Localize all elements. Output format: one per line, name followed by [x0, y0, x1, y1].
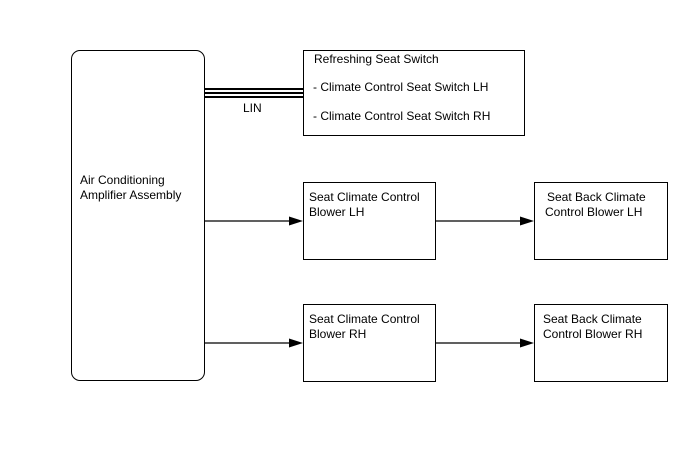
- lin-bus-line: [204, 88, 303, 98]
- seat-back-climate-control-blower-rh-box: [534, 304, 668, 382]
- arrow-amplifier-to-blower-lh: [204, 216, 303, 226]
- back-blower-rh-label-line2: Control Blower RH: [543, 327, 643, 341]
- arrow-blower-lh-to-back-blower-lh: [435, 216, 534, 226]
- blower-lh-label-line1: Seat Climate Control: [309, 190, 420, 204]
- switch-item-rh: - Climate Control Seat Switch RH: [313, 109, 491, 123]
- seat-climate-control-blower-lh-box: [303, 182, 436, 260]
- seat-back-climate-control-blower-lh-box: [534, 182, 668, 260]
- back-blower-lh-label-line2: Control Blower LH: [545, 205, 643, 219]
- refreshing-seat-switch-box: [303, 50, 525, 136]
- arrow-blower-rh-to-back-blower-rh: [435, 338, 534, 348]
- seat-climate-control-blower-rh-box: [303, 304, 436, 382]
- arrow-amplifier-to-blower-rh: [204, 338, 303, 348]
- blower-rh-label-line2: Blower RH: [309, 327, 367, 341]
- back-blower-lh-label-line1: Seat Back Climate: [547, 190, 646, 204]
- lin-label: LIN: [243, 101, 262, 115]
- blower-rh-label-line1: Seat Climate Control: [309, 312, 420, 326]
- blower-lh-label-line2: Blower LH: [309, 205, 365, 219]
- switch-item-lh: - Climate Control Seat Switch LH: [313, 80, 489, 94]
- switch-box-title: Refreshing Seat Switch: [314, 52, 439, 66]
- air-conditioning-amplifier-box: [71, 50, 205, 381]
- amplifier-label-line2: Amplifier Assembly: [80, 188, 182, 202]
- back-blower-rh-label-line1: Seat Back Climate: [543, 312, 642, 326]
- amplifier-label-line1: Air Conditioning: [80, 173, 165, 187]
